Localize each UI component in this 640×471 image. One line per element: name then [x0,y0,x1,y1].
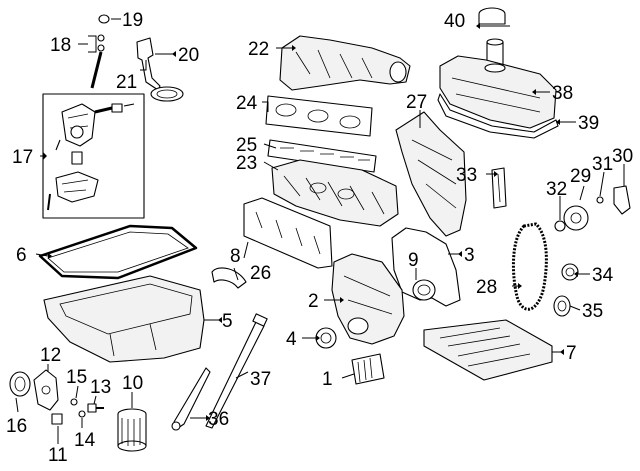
intake-gasket-part [265,95,373,137]
callout-23: 23 [236,153,257,174]
filter-adapter-part [33,369,59,411]
callout-35: 35 [582,301,603,322]
callout-39: 39 [578,113,599,134]
callout-30: 30 [612,146,633,167]
callout-3: 3 [464,245,475,266]
callout-7: 7 [566,343,577,364]
harmonic-balancer-part [351,353,385,385]
cam-sprocket-part [554,185,631,232]
callout-22: 22 [248,39,269,60]
callout-33: 33 [456,165,477,186]
valve-cover-part [437,7,559,139]
callout-26: 26 [250,263,271,284]
heat-shield-part [395,111,467,237]
callout-17: 17 [12,147,33,168]
callout-8: 8 [230,246,241,267]
callout-18: 18 [50,35,71,56]
upper-intake-manifold-part [279,35,411,91]
callout-34: 34 [592,265,614,286]
callout-10: 10 [122,373,143,394]
oil-filter-part [117,408,147,452]
dipstick-part [205,313,268,429]
callout-16: 16 [6,416,27,437]
manifold-gasket-part [243,197,333,269]
callout-13: 13 [90,377,111,398]
callout-4: 4 [286,329,297,350]
crank-seal-part [561,263,579,281]
chain-guide-part [491,167,507,209]
pcv-valve-part [90,34,105,89]
callout-21: 21 [116,72,137,93]
callout-15: 15 [66,367,87,388]
callout-37: 37 [250,369,271,390]
oil-pan-gasket-part [38,224,198,280]
callout-40: 40 [444,11,465,32]
callout-24: 24 [236,93,258,114]
o-ring-part [98,14,110,24]
oil-pump-assembly-part [42,93,145,219]
callout-25: 25 [236,135,257,156]
lower-intake-manifold-part [271,159,399,227]
callout-20: 20 [178,45,199,66]
windage-tray-part [423,319,553,381]
callout-29: 29 [570,166,591,187]
callout-1: 1 [322,369,333,390]
front-seal-part [412,279,436,301]
oil-pickup-tube-part [136,37,184,102]
oil-pan-part [43,275,205,363]
arrow-heads [43,23,578,421]
callout-2: 2 [308,291,319,312]
lower-intake-gasket-part [267,139,377,173]
callout-12: 12 [40,345,61,366]
callout-9: 9 [408,250,419,271]
timing-chain-part [511,222,548,311]
dipstick-tube-part [171,367,211,431]
callout-6: 6 [16,245,27,266]
callout-5: 5 [222,311,233,332]
callout-36: 36 [208,409,229,430]
callout-14: 14 [74,430,96,451]
callout-31: 31 [592,154,613,175]
callout-11: 11 [48,445,68,466]
callout-28: 28 [476,277,497,298]
callout-27: 27 [406,92,427,113]
rear-seal-part [211,267,247,289]
drain-plug-part [51,398,104,425]
callout-labels: 19 18 20 21 17 22 24 25 23 26 27 40 38 3… [6,10,633,466]
callout-38: 38 [552,83,573,104]
front-cover-part [331,253,405,345]
callout-32: 32 [546,179,567,200]
oil-filter-seal-part [9,371,31,397]
callout-19: 19 [122,10,143,31]
crank-sprocket-part [553,295,571,317]
